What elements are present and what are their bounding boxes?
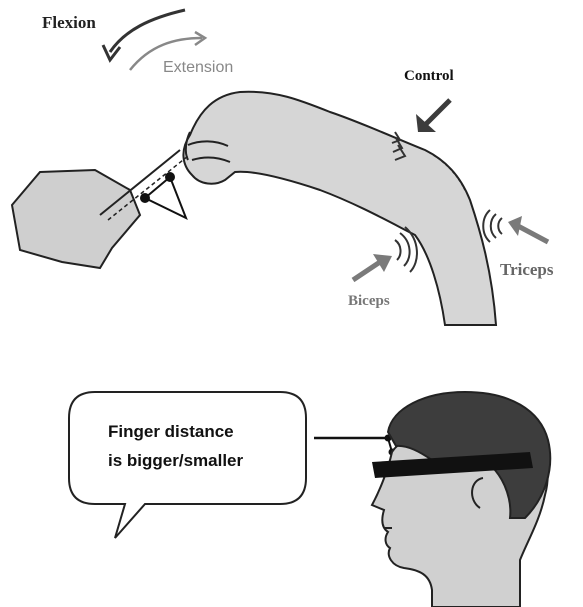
held-object [10, 149, 189, 270]
triceps-arrow [508, 216, 550, 245]
control-signal-icon [391, 131, 407, 161]
extension-label: Extension [163, 59, 233, 76]
bubble-line-1: Finger distance [108, 422, 234, 441]
control-arrow [416, 98, 452, 132]
biceps-label: Biceps [348, 293, 390, 309]
biceps-signal-icon [394, 226, 418, 273]
sensor-pointer-line [314, 434, 396, 456]
triceps-signal-icon [482, 209, 503, 243]
flexion-label: Flexion [42, 13, 96, 32]
bubble-line-2: is bigger/smaller [108, 451, 243, 470]
head-illustration [370, 390, 552, 607]
control-label: Control [404, 68, 454, 84]
triceps-label: Triceps [500, 260, 554, 279]
speech-bubble [68, 391, 307, 539]
extension-arrow [129, 30, 208, 71]
flexion-arrow [101, 8, 186, 63]
arm-illustration [182, 90, 498, 326]
electrode-triangle [140, 172, 188, 221]
biceps-arrow [351, 254, 392, 283]
glasses-band [372, 452, 533, 478]
